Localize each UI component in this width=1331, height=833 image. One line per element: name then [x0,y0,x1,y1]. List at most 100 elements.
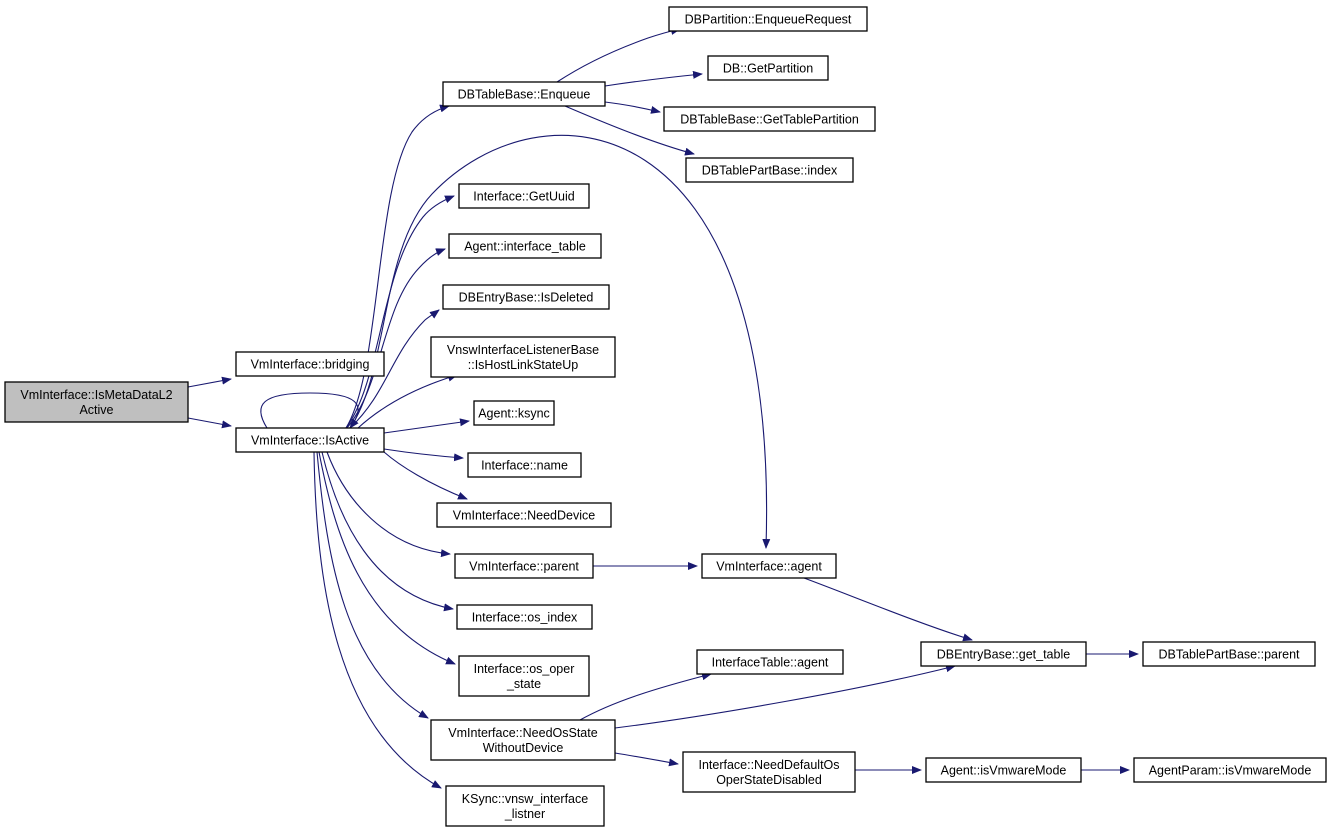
node-label: DBPartition::EnqueueRequest [685,13,852,27]
edge-isactive-to-hostlink [357,373,458,429]
node-label: AgentParam::isVmwareMode [1149,764,1312,778]
node-bridging[interactable]: VmInterface::bridging [235,351,385,377]
edge-isactive-to-parent [326,451,451,558]
node-label: VmInterface::agent [716,560,822,574]
node-label: ::IsHostLinkStateUp [468,358,579,372]
node-interfacetable[interactable]: Agent::interface_table [448,233,602,259]
node-label: Agent::interface_table [464,240,586,254]
node-label: Interface::os_index [472,611,578,625]
node-enqueue[interactable]: DBTableBase::Enqueue [442,81,606,107]
node-label: VmInterface::NeedDevice [453,509,595,523]
edges-layer [187,27,1139,789]
node-osindex[interactable]: Interface::os_index [456,604,593,630]
edge-isactive-to-needdevice [383,451,468,500]
node-label: Agent::isVmwareMode [941,764,1067,778]
node-box [696,649,844,675]
node-label: DBEntryBase::get_table [937,648,1070,662]
node-box [448,233,602,259]
edge-isactive-to-osoper [318,451,456,665]
edge-isactive-to-isactive [260,392,359,429]
node-label: Agent::ksync [478,407,550,421]
node-box [430,336,616,378]
node-label: VmInterface::parent [469,560,579,574]
node-box [668,6,868,32]
node-tpparent[interactable]: DBTablePartBase::parent [1142,641,1316,667]
edge-enqueue-to-index [564,105,695,156]
node-box [1133,757,1327,783]
node-label: VnswInterfaceListenerBase [447,343,599,357]
node-label: WithoutDevice [483,741,564,755]
node-label: VmInterface::NeedOsState [448,726,597,740]
node-box [685,157,854,183]
node-box [4,381,189,423]
node-vnswlistner[interactable]: KSync::vnsw_interface_listner [445,785,605,827]
edge-isactive-to-name [383,448,464,462]
edge-isactive-to-interfacetable [346,248,446,429]
node-hostlink[interactable]: VnswInterfaceListenerBase::IsHostLinkSta… [430,336,616,378]
node-box [925,757,1082,783]
node-needdefaultos[interactable]: Interface::NeedDefaultOsOperStateDisable… [682,751,856,793]
node-isdeleted[interactable]: DBEntryBase::IsDeleted [442,284,610,310]
node-box [920,641,1087,667]
edge-isactive-to-isdeleted [349,309,440,429]
edge-isactive-to-osindex [321,451,454,612]
node-box [467,452,582,478]
node-isvmware[interactable]: Agent::isVmwareMode [925,757,1082,783]
node-vmagent[interactable]: VmInterface::agent [701,553,837,579]
node-box [235,351,385,377]
node-label: DBTableBase::Enqueue [458,88,591,102]
node-label: InterfaceTable::agent [712,656,829,670]
edge-enqueue-to-enqueuereq [556,27,681,83]
node-box [442,81,606,107]
node-label: Interface::NeedDefaultOs [698,758,839,772]
node-needdevice[interactable]: VmInterface::NeedDevice [436,502,612,528]
node-box [442,284,610,310]
node-box [458,183,590,209]
node-gettable[interactable]: DBEntryBase::get_table [920,641,1087,667]
node-osoper[interactable]: Interface::os_oper_state [458,655,590,697]
node-box [1142,641,1316,667]
node-box [682,751,856,793]
node-label: VmInterface::IsActive [251,434,369,448]
node-enqueuereq[interactable]: DBPartition::EnqueueRequest [668,6,868,32]
node-box [473,400,555,426]
node-box [454,553,594,579]
node-box [663,106,876,132]
node-label: DBTableBase::GetTablePartition [680,113,859,127]
node-paramvmware[interactable]: AgentParam::isVmwareMode [1133,757,1327,783]
node-itableagent[interactable]: InterfaceTable::agent [696,649,844,675]
edge-enqueue-to-getpartition [604,70,703,87]
edge-isactive-to-needosstate [316,451,429,719]
node-box [430,719,616,761]
node-label: VmInterface::IsMetaDataL2 [20,388,172,402]
node-gettablepartition[interactable]: DBTableBase::GetTablePartition [663,106,876,132]
node-label: OperStateDisabled [716,773,822,787]
node-box [707,55,829,81]
node-box [436,502,612,528]
node-label: Interface::os_oper [474,662,575,676]
node-box [458,655,590,697]
node-getpartition[interactable]: DB::GetPartition [707,55,829,81]
node-box [701,553,837,579]
node-index[interactable]: DBTablePartBase::index [685,157,854,183]
node-ksync[interactable]: Agent::ksync [473,400,555,426]
edge-needosstate-to-needdefaultos [614,752,679,767]
edge-root-to-isactive [187,417,232,429]
edge-isactive-to-vnswlistner [313,451,442,789]
edge-isactive-to-ksync [383,418,470,434]
node-isactive[interactable]: VmInterface::IsActive [235,427,385,453]
node-box [445,785,605,827]
node-label: VmInterface::bridging [251,358,370,372]
node-parent[interactable]: VmInterface::parent [454,553,594,579]
node-getuuid[interactable]: Interface::GetUuid [458,183,590,209]
node-label: _listner [504,807,545,821]
node-name[interactable]: Interface::name [467,452,582,478]
node-box [235,427,385,453]
edge-isactive-to-vmagent [349,134,771,549]
node-label: Interface::name [481,459,568,473]
node-label: Active [79,403,113,417]
node-label: DBEntryBase::IsDeleted [459,291,594,305]
edge-isactive-to-getuuid [345,195,455,429]
